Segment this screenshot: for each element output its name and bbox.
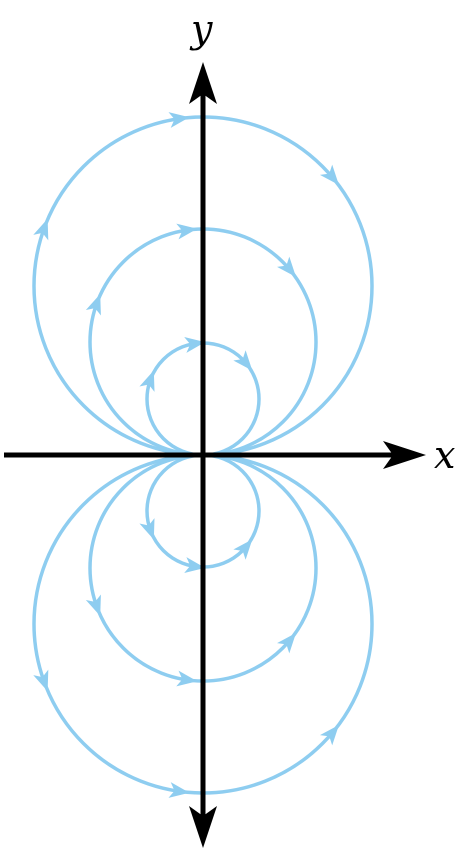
upper-field-loop-1-arrow-1 bbox=[139, 370, 155, 392]
upper-field-loop-3-arrow-2 bbox=[168, 112, 190, 128]
lower-field-loop-2-arrow-3 bbox=[277, 632, 297, 654]
lower-field-loop-2-arrow-1 bbox=[85, 594, 101, 616]
x-axis-label: x bbox=[434, 433, 455, 477]
upper-field-loop-2-arrow-2 bbox=[176, 223, 198, 240]
upper-field-loop-3-arrow-3 bbox=[319, 164, 339, 186]
upper-field-loop-1-arrow-3 bbox=[233, 350, 253, 371]
axes bbox=[4, 62, 426, 848]
y-axis-label: y bbox=[189, 7, 213, 51]
x-axis-arrowhead bbox=[383, 441, 426, 469]
upper-field-loop-2-arrow-3 bbox=[277, 256, 297, 278]
upper-field-loop-3-arrow-1 bbox=[33, 218, 49, 241]
lower-field-loop-2-arrow-2 bbox=[176, 670, 198, 687]
lower-field-loop-1-arrow-1 bbox=[139, 518, 155, 540]
lower-field-loop-3-arrow-2 bbox=[168, 782, 190, 798]
lower-field-loop-3-arrow-1 bbox=[33, 669, 49, 692]
lower-field-loop-3-arrow-3 bbox=[319, 724, 339, 746]
y-axis-arrowhead-bottom bbox=[189, 806, 217, 848]
field-arrows bbox=[33, 112, 339, 798]
upper-field-loop-1-arrow-2 bbox=[184, 336, 206, 353]
lower-field-loop-1-arrow-2 bbox=[184, 557, 206, 574]
y-axis-arrowhead-top bbox=[189, 62, 217, 104]
upper-field-loop-2-arrow-1 bbox=[85, 294, 101, 316]
lower-field-loop-1-arrow-3 bbox=[233, 539, 253, 560]
